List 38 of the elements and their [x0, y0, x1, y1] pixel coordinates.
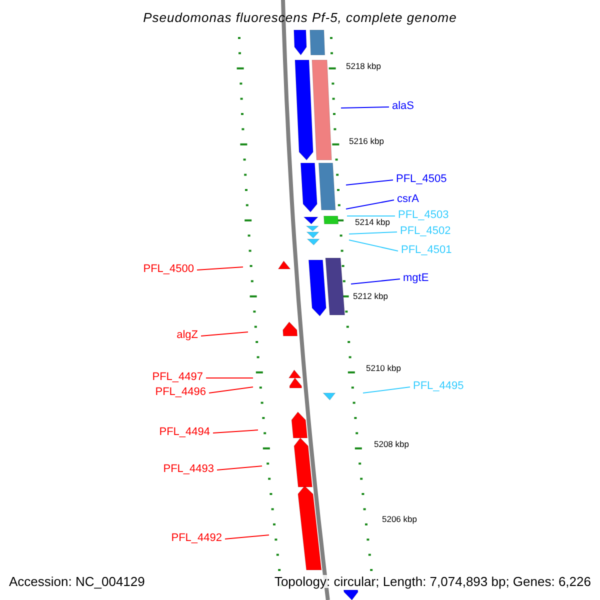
title: Pseudomonas fluorescens Pf-5, complete genome	[142, 10, 458, 24]
leader-line	[212, 430, 258, 434]
gene-label: PFL_4492	[171, 532, 222, 544]
scale-label: 5210 kbp	[365, 364, 402, 373]
leader-line	[196, 266, 244, 270]
gene-label: PFL_4505	[396, 174, 447, 185]
leader-line	[208, 386, 254, 394]
leader-line	[200, 332, 248, 336]
gene-label: csrA	[397, 194, 419, 205]
leader-line	[348, 240, 398, 252]
leader-line	[362, 386, 410, 394]
gene-label: PFL_4500	[143, 264, 194, 275]
gene-label: PFL_4495	[413, 380, 464, 392]
leader-line	[216, 466, 262, 470]
scale-label: 5214 kbp	[354, 218, 391, 227]
gene-label: PFL_4494	[159, 426, 210, 438]
gene-label: alaS	[392, 100, 414, 112]
leader-line	[346, 180, 394, 186]
leader-line	[224, 534, 270, 540]
leader-line	[348, 232, 398, 234]
scale-label: 5212 kbp	[352, 292, 389, 301]
gene-label: mgtE	[403, 272, 429, 284]
gene-label: PFL_4497	[152, 372, 203, 383]
gene-label: PFL_4493	[163, 464, 214, 475]
leader-line	[350, 278, 400, 284]
gene-label: PFL_4496	[155, 386, 206, 398]
gene-label: PFL_4502	[400, 226, 451, 237]
scale-label: 5216 kbp	[348, 137, 385, 146]
scale-label: 5208 kbp	[373, 440, 410, 449]
scale-label: 5218 kbp	[345, 62, 382, 71]
leader-line	[340, 106, 390, 108]
scale-label: 5206 kbp	[381, 515, 418, 524]
gene-label: algZ	[176, 330, 198, 341]
leader-line	[346, 200, 394, 210]
gene-label: PFL_4501	[401, 244, 452, 256]
genome-summary: Topology: circular; Length: 7,074,893 bp; Genes: 6,226	[274, 574, 591, 588]
gene-label: PFL_4503	[398, 210, 449, 221]
accession-note: Accession: NC_004129	[9, 574, 145, 588]
